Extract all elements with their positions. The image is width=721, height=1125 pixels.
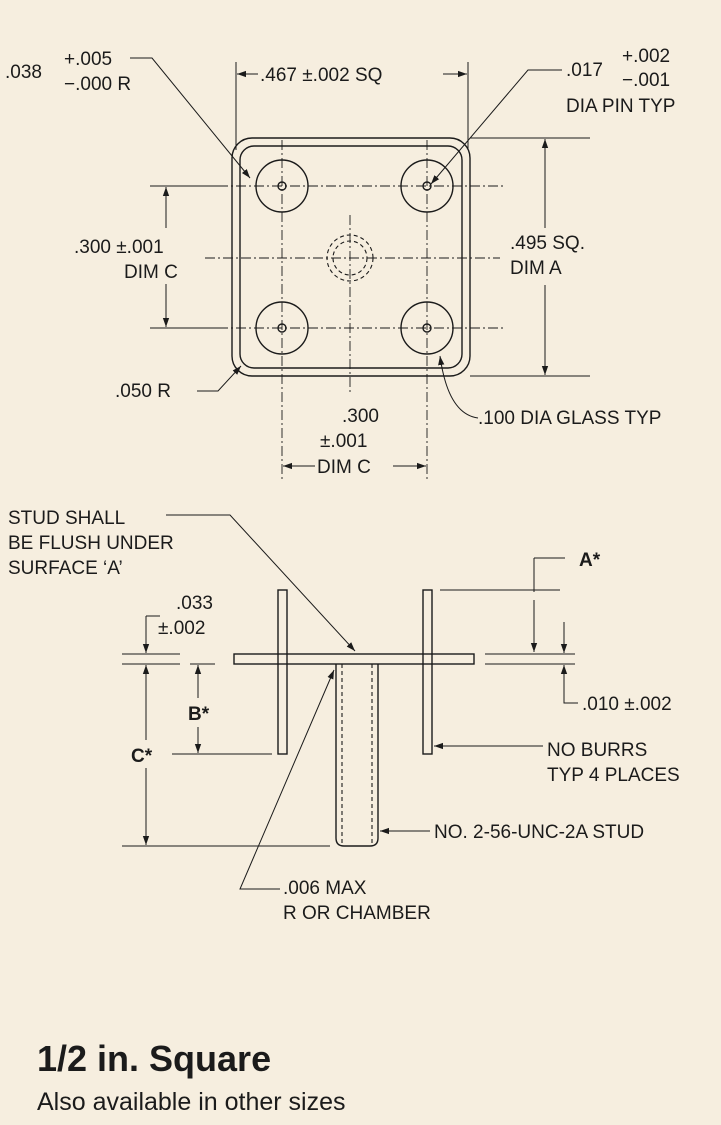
center-stud-hidden <box>326 234 374 282</box>
product-title: 1/2 in. Square <box>37 1038 272 1079</box>
flange-body <box>233 653 475 665</box>
corner-radius-tol-minus: −.000 R <box>64 74 131 95</box>
chamber-note-line-2: R OR CHAMBER <box>283 903 431 924</box>
dim-c-horizontal-value: .300 <box>342 406 379 427</box>
pin-bottom-right <box>400 301 454 355</box>
pin-top-left <box>255 159 309 213</box>
dim-c-horizontal-tol: ±.001 <box>320 431 367 452</box>
corner-radius-value: .038 <box>5 62 42 83</box>
product-subtitle: Also available in other sizes <box>37 1088 346 1116</box>
dim-c-vertical-value: .300 ±.001 <box>74 237 164 258</box>
thickness-value: .033 <box>176 593 213 614</box>
stud-note-line-2: BE FLUSH UNDER <box>8 533 174 554</box>
stud-note-line-3: SURFACE ‘A’ <box>8 558 123 579</box>
c-star-label: C* <box>131 746 153 767</box>
stud-thread-label: NO. 2-56-UNC-2A STUD <box>434 822 644 843</box>
package-outer-outline <box>231 137 471 377</box>
pin-dia-label: DIA PIN TYP <box>566 96 675 117</box>
thickness-tol: ±.002 <box>158 618 205 639</box>
width-dimension: .467 ±.002 SQ <box>260 65 382 86</box>
side-view: STUD SHALL BE FLUSH UNDER SURFACE ‘A’ A*… <box>8 508 680 924</box>
top-view: .467 ±.002 SQ .038 +.005 −.000 R .017 +.… <box>5 46 675 480</box>
stud-note-line-1: STUD SHALL <box>8 508 125 529</box>
pin-dia-tol-minus: −.001 <box>622 70 670 91</box>
pin-top-right <box>400 159 454 213</box>
corner-radius-tol-plus: +.005 <box>64 49 112 70</box>
package-inner-outline <box>239 145 463 369</box>
pin-dia-tol-plus: +.002 <box>622 46 670 67</box>
gap-dimension: .010 ±.002 <box>582 694 672 715</box>
pin-bottom-left <box>255 301 309 355</box>
burrs-note-line-1: NO BURRS <box>547 740 647 761</box>
dim-c-horizontal-label: DIM C <box>317 457 371 478</box>
pin-dia-value: .017 <box>566 60 603 81</box>
side-pin-right <box>422 589 433 755</box>
stud-body <box>335 664 379 847</box>
b-star-label: B* <box>188 704 210 725</box>
glass-dia-label: .100 DIA GLASS TYP <box>478 408 661 429</box>
a-star-label: A* <box>579 550 601 571</box>
dim-a-value: .495 SQ. <box>510 233 585 254</box>
outer-radius-label: .050 R <box>115 381 171 402</box>
burrs-note-line-2: TYP 4 PLACES <box>547 765 680 786</box>
chamber-note-line-1: .006 MAX <box>283 878 367 899</box>
dim-c-vertical-label: DIM C <box>124 262 178 283</box>
side-pin-left <box>277 589 288 755</box>
dim-a-label: DIM A <box>510 258 562 279</box>
